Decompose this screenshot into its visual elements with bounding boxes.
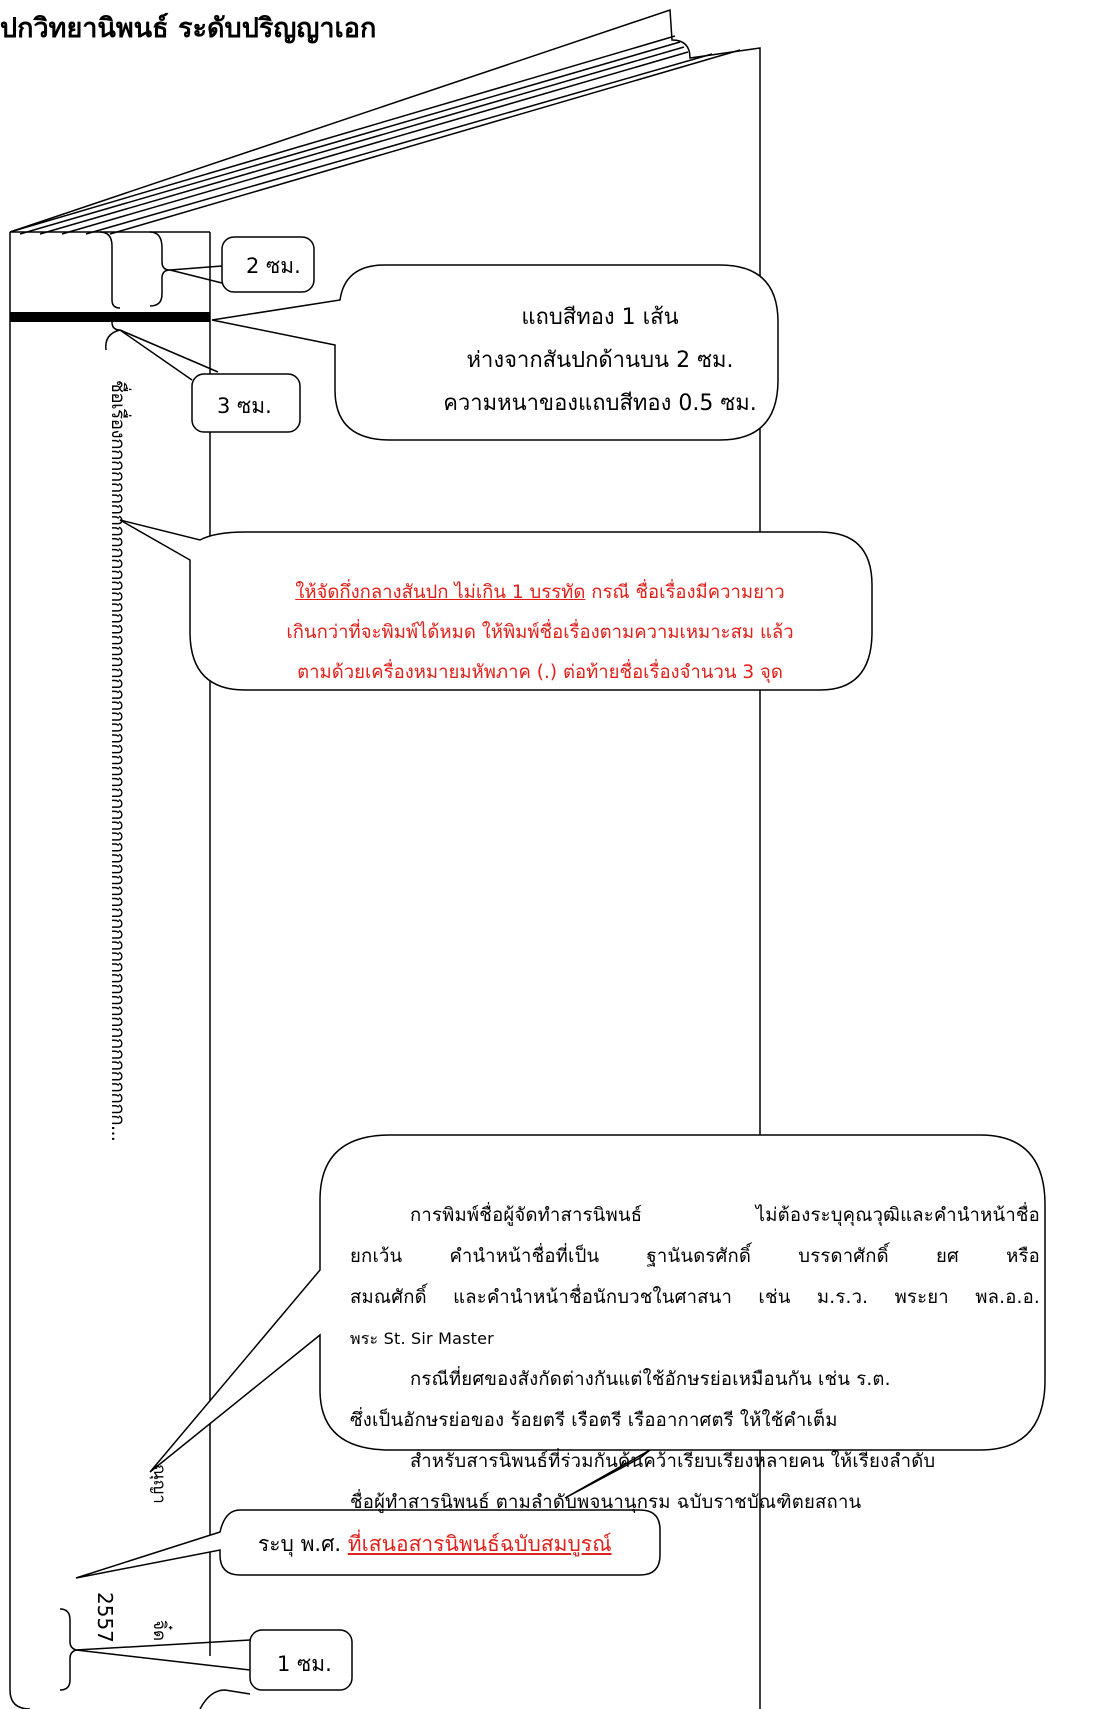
author-note-line: การพิมพ์ชื่อผู้จัดทำสารนิพนธ์ ไม่ต้องระบ… [410, 1205, 1040, 1226]
page-layer [61, 51, 689, 235]
title-rule-emphasis: ให้จัดกึ่งกลางสันปก ไม่เกิน 1 บรรทัด [295, 582, 586, 603]
callout-3cm-box [191, 373, 301, 433]
brace-2cm-right [149, 231, 171, 307]
pointer-3cm-a [119, 329, 193, 381]
gold-band-note: แถบสีทอง 1 เส้น ห่างจากสันปกด้านบน 2 ซม.… [360, 296, 840, 425]
callout-goldband-box [211, 264, 779, 441]
page-layer [9, 35, 676, 233]
author-note-line: สมณศักดิ์ และคำนำหน้าชื่อนักบวชในศาสนา เ… [350, 1287, 1040, 1308]
book-back-edge [9, 8, 761, 1709]
pointer-2cm-b [169, 269, 223, 284]
title-rule-text: กรณี ชื่อเรื่องมีความยาว [585, 582, 785, 603]
gold-band-note-line: แถบสีทอง 1 เส้น [521, 305, 679, 330]
page-layer [39, 46, 685, 235]
callout-1cm-box [249, 1629, 353, 1691]
callout-year-box [75, 1509, 661, 1579]
label-3cm: 3 ซม. [217, 394, 272, 418]
title-rule-line: เกินกว่าที่จะพิมพ์ได้หมด ให้พิมพ์ชื่อเรื… [286, 622, 794, 643]
spine-dept: จิ๋ด [149, 1620, 169, 1642]
brace-1cm [59, 1608, 79, 1691]
year-note-emphasis: ที่เสนอสารนิพนธ์ฉบับสมบูรณ์ [347, 1532, 612, 1556]
gold-band-note-line: ห่างจากสันปกด้านบน 2 ซม. [466, 348, 734, 373]
callout-author-box [149, 1134, 1046, 1499]
pointer-3cm-b [119, 329, 219, 373]
pointer-1cm-b [75, 1649, 251, 1671]
page-layer [85, 53, 713, 235]
title-rule-note: ให้จัดกึ่งกลางสันปก ไม่เกิน 1 บรรทัด กรณ… [208, 573, 872, 693]
gold-band-note-line: ความหนาของแถบสีทอง 0.5 ซม. [443, 391, 757, 416]
author-note: การพิมพ์ชื่อผู้จัดทำสารนิพนธ์ ไม่ต้องระบ… [350, 1195, 1040, 1523]
spine-title: ชื่อเรื่องกกกกกกกกกกกกกกกกกกกกกกกกกกกกกก… [107, 380, 129, 1142]
brace-2cm [99, 231, 121, 309]
label-2cm: 2 ซม. [246, 254, 301, 278]
author-note-line: สำหรับสารนิพนธ์ที่ร่วมกันค้นคว้าเรียบเรี… [410, 1451, 936, 1472]
brace-3cm [105, 321, 121, 351]
page-layer [19, 41, 681, 235]
page-layer [109, 49, 741, 235]
author-note-line: ซึ่งเป็นอักษรย่อของ ร้อยตรี เรือตรี เรือ… [350, 1410, 838, 1431]
spine-year: 2557 [93, 1592, 117, 1643]
callout-title-rule-box [119, 519, 873, 691]
author-note-line: ยกเว้น คำนำหน้าชื่อที่เป็น ฐานันดรศักดิ์… [350, 1246, 1040, 1267]
gold-band [10, 312, 210, 322]
author-note-line: พระ St. Sir Master [350, 1329, 494, 1348]
year-note-prefix: ระบุ พ.ศ. [258, 1532, 348, 1556]
callout-2cm-box [221, 236, 315, 293]
pointer-1cm-a [75, 1639, 251, 1651]
year-note: ระบุ พ.ศ. ที่เสนอสารนิพนธ์ฉบับสมบูรณ์ [258, 1528, 612, 1561]
spine-author: ณุญา [149, 1464, 169, 1504]
bottom-curve [199, 1689, 251, 1709]
label-1cm: 1 ซม. [277, 1652, 332, 1676]
page-title: ปกวิทยานิพนธ์ ระดับปริญญาเอก [0, 13, 377, 44]
author-note-line: กรณีที่ยศของสังกัดต่างกันแต่ใช้อักษรย่อเ… [410, 1369, 891, 1390]
author-note-line: ชื่อผู้ทำสารนิพนธ์ ตามลำดับพจนานุกรม ฉบั… [350, 1492, 862, 1513]
spine-left-edge [9, 232, 31, 1709]
title-rule-line: ตามด้วยเครื่องหมายมหัพภาค (.) ต่อท้ายชื่… [297, 662, 783, 683]
pointer-2cm [169, 265, 223, 271]
